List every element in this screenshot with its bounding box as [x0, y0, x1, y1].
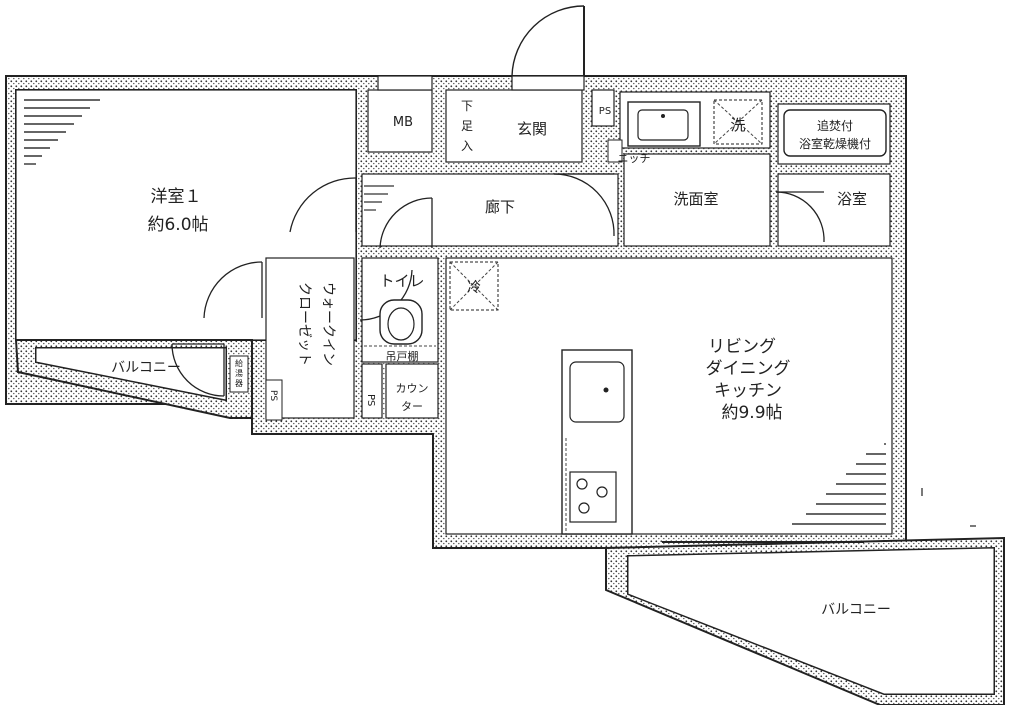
toilet-bowl — [364, 299, 436, 347]
balcony-left — [14, 339, 253, 419]
ldk-label-2: ダイニング — [706, 359, 791, 379]
stair-hatch — [24, 99, 100, 165]
fridge-label: 冷 — [467, 280, 481, 296]
hallway-label: 廊下 — [485, 198, 515, 216]
mb-label: MB — [393, 115, 413, 130]
hanging-shelf-label: 吊戸棚 — [386, 349, 419, 363]
western-room-name: 洋室１ — [151, 187, 202, 207]
water-heater-label-3: 器 — [235, 379, 243, 388]
reheat-label-1: 追焚付 — [817, 118, 853, 133]
toilet-label: トイレ — [379, 272, 424, 290]
water-heater-label-1: 給 — [235, 358, 243, 368]
ldk-label-3: キッチン — [714, 381, 782, 401]
balcony-right — [605, 535, 1005, 705]
western-room-size: 約6.0帖 — [147, 215, 208, 235]
shoe-label-2: 足 — [461, 119, 473, 133]
bath-label: 浴室 — [837, 190, 867, 208]
niche-label: ニッチ — [618, 152, 651, 165]
shoe-label-1: 下 — [461, 99, 473, 113]
ldk-hatch — [792, 443, 886, 525]
balcony-right-label: バルコニー — [821, 602, 891, 618]
hallway-steps — [364, 185, 394, 211]
ps-label-entrance: PS — [599, 106, 611, 117]
counter-label-2: ター — [401, 400, 423, 413]
counter-label-1: カウン — [396, 382, 429, 395]
washbasin — [627, 101, 701, 147]
closet-label-2: クローゼット — [296, 282, 312, 366]
balcony-left-label: バルコニー — [111, 360, 181, 376]
ps-label-closet: PS — [268, 390, 278, 401]
reheat-panel — [783, 109, 887, 157]
washroom-label: 洗面室 — [673, 190, 718, 208]
ps-label-toilet: PS — [365, 394, 376, 406]
room-labels: 洋室１ 約6.0帖 リビング ダイニング キッチン 約9.9帖 ウォークイン ク… — [111, 120, 891, 618]
entrance-door — [377, 5, 585, 91]
closet-label-1: ウォークイン — [320, 282, 336, 366]
shoe-label-3: 入 — [461, 139, 473, 153]
fridge-space — [449, 261, 499, 311]
reheat-label-2: 浴室乾燥機付 — [799, 136, 871, 151]
niche-box — [607, 139, 623, 163]
ldk-size: 約9.9帖 — [721, 403, 782, 423]
ldk-label-1: リビング — [708, 337, 776, 357]
entrance-label: 玄関 — [517, 120, 547, 138]
fixture-labels: MB 下 足 入 PS PS PS ニッチ 洗 冷 追焚付 浴室乾燥機付 吊戸棚… — [235, 99, 871, 413]
water-heater-label-2: 湯 — [235, 368, 243, 378]
kitchen-counter — [561, 349, 633, 535]
exterior-walls — [5, 75, 907, 549]
washer-space — [713, 99, 763, 145]
washer-label: 洗 — [730, 116, 745, 134]
